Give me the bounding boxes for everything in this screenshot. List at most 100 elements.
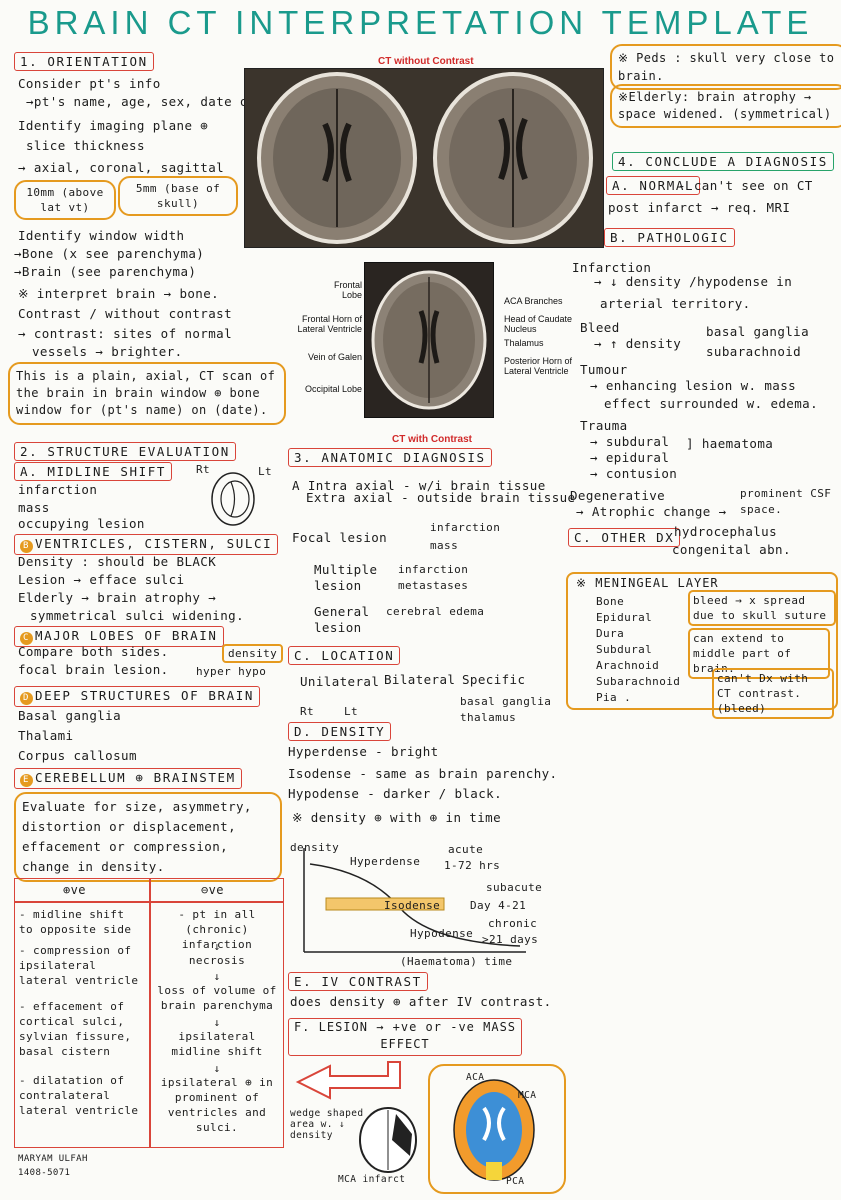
- general-lesion: General lesion: [314, 604, 370, 635]
- tumour-line: → enhancing lesion w. mass: [590, 378, 797, 393]
- graph-acute-range: 1-72 hrs: [444, 859, 501, 872]
- density-line: ※ density ⊕ with ⊕ in time: [292, 810, 502, 825]
- multiple-metastases: metastases: [398, 579, 469, 592]
- density-time-graph: [303, 848, 526, 953]
- normal-heading: A. NORMAL: [606, 176, 701, 195]
- ct-without-contrast-image: [244, 68, 604, 248]
- haematoma-label: ] haematoma: [686, 436, 774, 451]
- graph-hyperdense: Hyperdense: [350, 855, 421, 868]
- structure-heading: 2. STRUCTURE EVALUATION: [14, 442, 236, 461]
- location-heading: C. LOCATION: [288, 646, 401, 665]
- bleed-basal: basal ganglia: [706, 324, 810, 339]
- density-line: Isodense - same as brain parenchy.: [288, 766, 558, 781]
- graph-x-label: (Haematoma) time: [400, 955, 513, 968]
- multiple-lesion: Multiple lesion: [314, 562, 378, 593]
- mass-effect-table: ⊕ve ⊖ve - midline shift to opposite side…: [14, 878, 284, 1148]
- table-arrow: ↓: [213, 1062, 221, 1075]
- orientation-line: → contrast: sites of normal: [18, 326, 232, 341]
- density-tag: density: [222, 644, 284, 663]
- ventricles-line: Elderly → brain atrophy →: [18, 590, 217, 605]
- normal-line: - can't see on CT: [678, 178, 813, 193]
- specific: Specific: [462, 672, 526, 687]
- lesion-mass-effect-box: F. LESION → +ve or -ve MASS EFFECT: [288, 1018, 522, 1056]
- anatomic-heading: 3. ANATOMIC DIAGNOSIS: [288, 448, 492, 467]
- unilateral: Unilateral: [300, 674, 380, 689]
- infarction-line: arterial territory.: [600, 296, 751, 311]
- ct-label: ACA Branches: [504, 296, 563, 306]
- infarction-label: Infarction: [572, 260, 652, 275]
- orientation-line: →Bone (x see parenchyma): [14, 246, 205, 261]
- layer-dura: Dura: [596, 627, 625, 640]
- other-dx-item: hydrocephalus: [674, 524, 778, 539]
- slice-10mm-box: 10mm (above lat vt): [14, 180, 116, 220]
- midline-item: mass: [18, 500, 50, 515]
- orientation-heading: 1. ORIENTATION: [14, 52, 154, 71]
- ct-with-contrast-image: [364, 262, 494, 418]
- trauma-label: Trauma: [580, 418, 628, 433]
- orientation-line: Consider pt's info: [18, 76, 161, 91]
- midline-item: infarction: [18, 482, 98, 497]
- table-divider: [15, 901, 283, 903]
- mca-infarct-label: MCA infarct: [338, 1174, 406, 1185]
- table-arrow: ↓: [213, 970, 221, 983]
- ct-label: Posterior Horn of Lateral Ventricle: [504, 356, 573, 376]
- conclude-heading: 4. CONCLUDE A DIAGNOSIS: [612, 152, 834, 171]
- mca-label: MCA: [518, 1090, 537, 1101]
- ct-label: Thalamus: [504, 338, 544, 348]
- orientation-line: →pt's name, age, sex, date of CT: [26, 94, 280, 109]
- midline-shift-heading: A. MIDLINE SHIFT: [14, 462, 173, 481]
- table-negative-item: ipsilateral ⊕ in prominent of ventricles…: [160, 1076, 274, 1134]
- author-id: 1408-5071: [18, 1168, 71, 1178]
- other-dx-heading: C. OTHER DX: [568, 528, 681, 547]
- table-arrow: ↓: [213, 1016, 221, 1029]
- location-lt: Lt: [344, 705, 359, 718]
- evaluate-note-box: Evaluate for size, asymmetry, distortion…: [14, 792, 282, 882]
- focal-infarction: infarction: [430, 521, 501, 534]
- wedge-label: wedge shaped area w. ↓ density: [290, 1108, 363, 1141]
- graph-hypodense: Hypodense: [410, 927, 474, 940]
- ventricles-line: symmetrical sulci widening.: [30, 608, 244, 623]
- graph-chronic-range: >21 days: [482, 933, 539, 946]
- graph-acute: acute: [448, 843, 484, 856]
- ct-without-contrast-title: CT without Contrast: [378, 56, 474, 67]
- graph-isodense: Isodense: [384, 899, 441, 912]
- deep-item: Corpus callosum: [18, 748, 137, 763]
- general-edema: cerebral edema: [386, 605, 485, 618]
- lesion-line: EFFECT: [380, 1037, 430, 1051]
- wedge-text: area w. ↓: [290, 1119, 346, 1130]
- pca-label: PCA: [506, 1176, 525, 1187]
- ventricles-line: Density : should be BLACK: [18, 554, 217, 569]
- midline-item: occupying lesion: [18, 516, 145, 531]
- graph-subacute: subacute: [486, 881, 543, 894]
- layer-subarachnoid: Subarachnoid: [596, 675, 681, 688]
- wedge-text: wedge shaped: [290, 1108, 364, 1119]
- tumour-label: Tumour: [580, 362, 628, 377]
- big-arrow: [295, 1061, 401, 1100]
- table-header-negative: ⊖ve: [201, 883, 224, 897]
- focal-mass: mass: [430, 539, 459, 552]
- ct-label: Frontal Horn of Lateral Ventricle: [297, 314, 362, 334]
- table-arrow: ↓: [213, 940, 221, 953]
- ct-label: Head of Caudate Nucleus: [504, 314, 573, 334]
- graph-chronic: chronic: [488, 917, 538, 930]
- specific-basal-ganglia: basal ganglia: [460, 695, 552, 708]
- ct-label: Occipital Lobe: [304, 384, 362, 394]
- table-positive-item: - midline shift to opposite side: [19, 908, 132, 936]
- table-negative-item: loss of volume of brain parenchyma: [157, 984, 277, 1012]
- location-rt: Rt: [300, 705, 315, 718]
- table-negative-item: ipsilateral midline shift: [171, 1030, 263, 1058]
- orientation-line: vessels → brighter.: [32, 344, 183, 359]
- iv-contrast-line: does density ⊕ after IV contrast.: [290, 994, 552, 1009]
- midline-shift-sketch: [211, 472, 255, 526]
- ct-label: Vein of Galen: [307, 352, 362, 362]
- infarction-line: → ↓ density /hypodense in: [594, 274, 793, 289]
- table-negative-item: necrosis: [188, 954, 246, 967]
- layer-subdural: Subdural: [596, 643, 653, 656]
- tumour-line: effect surrounded w. edema.: [604, 396, 818, 411]
- orientation-line: → axial, coronal, sagittal: [18, 160, 225, 175]
- bleed-line: → ↑ density: [594, 336, 682, 351]
- multiple-infarction: infarction: [398, 563, 469, 576]
